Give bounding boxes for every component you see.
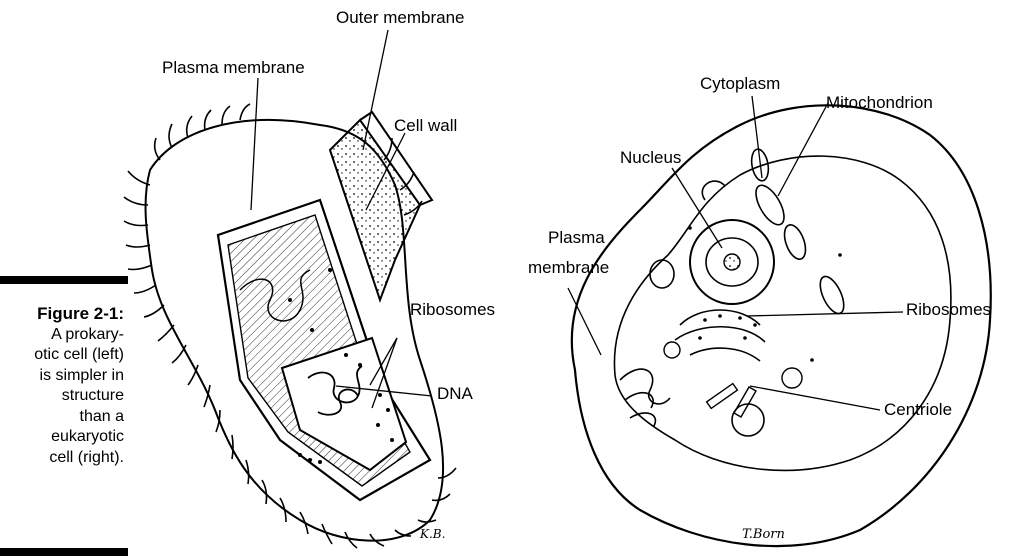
label-dna: DNA (437, 384, 473, 404)
artist-signature-right: T.Born (742, 527, 785, 542)
eukaryote-nucleolus (724, 254, 740, 270)
eukaryote-centriole (707, 384, 738, 409)
label-ribosomes-prokaryote: Ribosomes (410, 300, 495, 320)
label-plasma-membrane-eukaryote-1: Plasma (548, 228, 605, 248)
eukaryote-outer-body (572, 105, 991, 546)
eukaryote-leader-lines (568, 96, 903, 410)
label-cell-wall: Cell wall (394, 116, 457, 136)
label-cytoplasm: Cytoplasm (700, 74, 780, 94)
label-outer-membrane: Outer membrane (336, 8, 465, 28)
label-plasma-membrane-eukaryote-2: membrane (528, 258, 609, 278)
eukaryote-mitochondrion (750, 181, 789, 229)
eukaryotic-cell (572, 105, 991, 546)
label-nucleus: Nucleus (620, 148, 681, 168)
eukaryote-golgi (620, 369, 670, 426)
label-plasma-membrane-prokaryote: Plasma membrane (162, 58, 305, 78)
artist-signature-left: K.B. (419, 527, 445, 541)
label-centriole: Centriole (884, 400, 952, 420)
label-ribosomes-eukaryote: Ribosomes (906, 300, 991, 320)
eukaryote-inner-membrane (614, 156, 950, 470)
prokaryotic-cell (124, 104, 456, 548)
label-mitochondrion: Mitochondrion (826, 93, 933, 113)
